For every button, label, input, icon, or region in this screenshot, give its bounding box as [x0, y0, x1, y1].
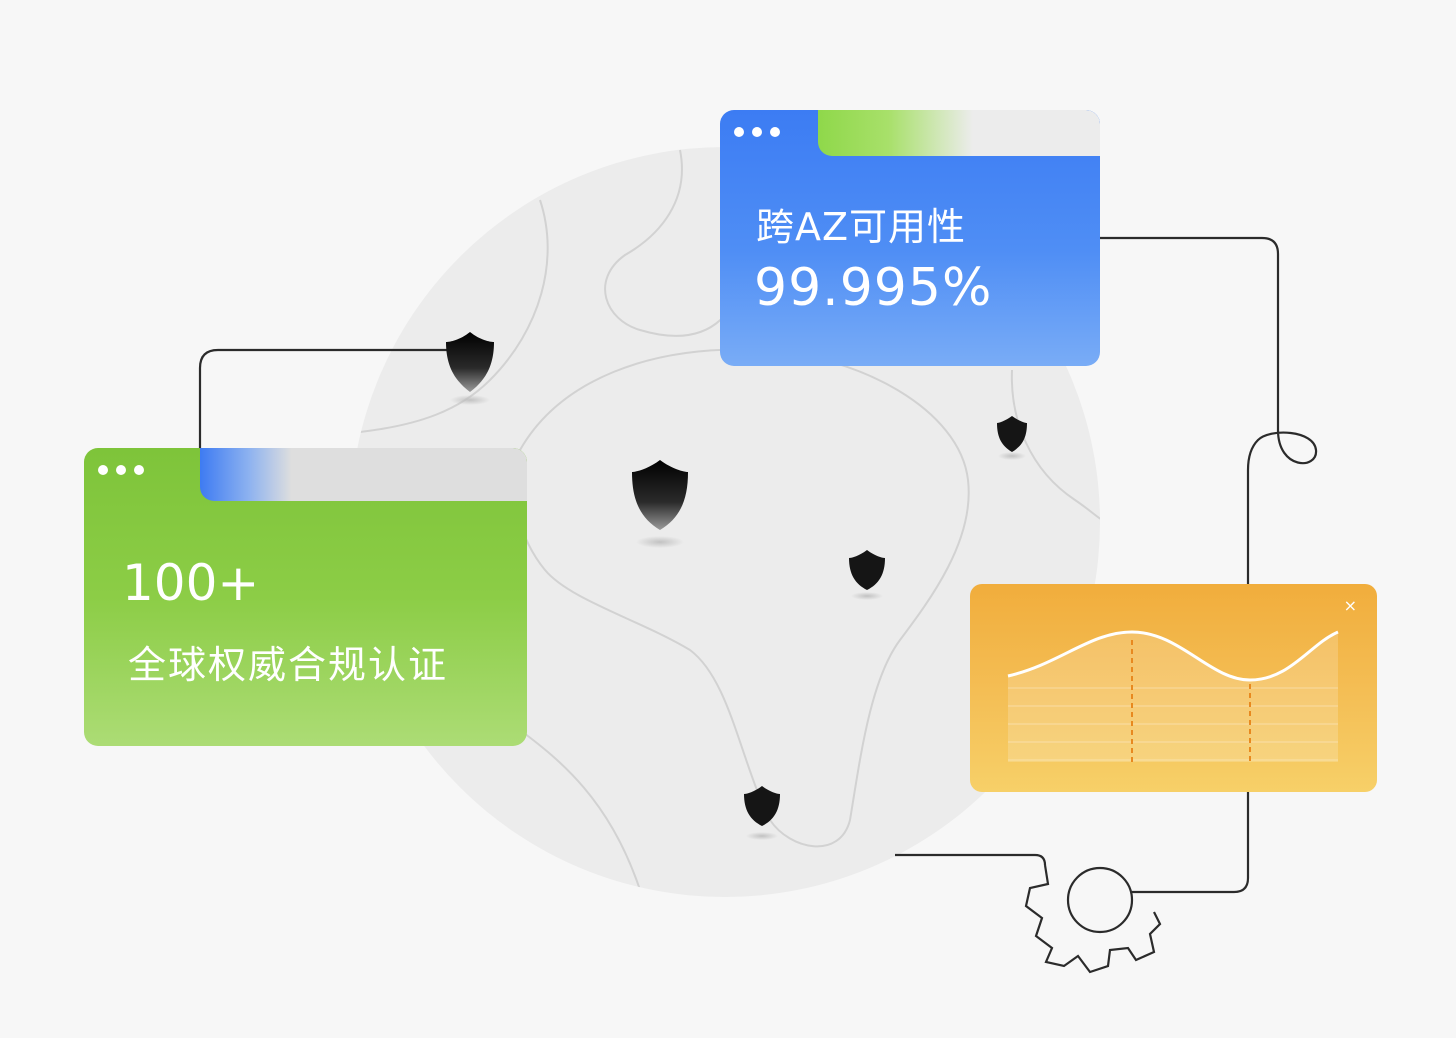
sine-wave-chart [1007, 630, 1339, 764]
dot [134, 465, 144, 475]
shield-icon [632, 460, 688, 548]
card-tabbar [818, 110, 1100, 156]
dot [116, 465, 126, 475]
connector-lines [198, 236, 1318, 894]
certification-count: 100+ [122, 554, 260, 612]
dot [752, 127, 762, 137]
gear-icon [1024, 864, 1162, 974]
shield-icon [446, 332, 494, 405]
window-dots-icon [98, 465, 144, 475]
card-tabbar [200, 448, 527, 501]
chart-area [1008, 632, 1338, 762]
chart-line [1007, 630, 1339, 682]
availability-card: 跨AZ可用性 99.995% [720, 110, 1100, 366]
shield-markers [446, 332, 1027, 840]
chart-card: × [970, 584, 1377, 792]
certification-label: 全球权威合规认证 [128, 643, 449, 687]
chart-gridlines [1008, 687, 1338, 761]
shield-icon [997, 416, 1027, 460]
availability-label: 跨AZ可用性 [756, 205, 967, 249]
shield-icon [744, 786, 780, 840]
close-icon[interactable]: × [1343, 596, 1357, 615]
availability-value: 99.995% [754, 258, 993, 318]
shield-icon [849, 550, 885, 600]
chart-markers [1131, 640, 1251, 764]
certification-card: 100+ 全球权威合规认证 [84, 448, 527, 746]
dot [734, 127, 744, 137]
window-dots-icon [734, 127, 780, 137]
dot [98, 465, 108, 475]
dot [770, 127, 780, 137]
